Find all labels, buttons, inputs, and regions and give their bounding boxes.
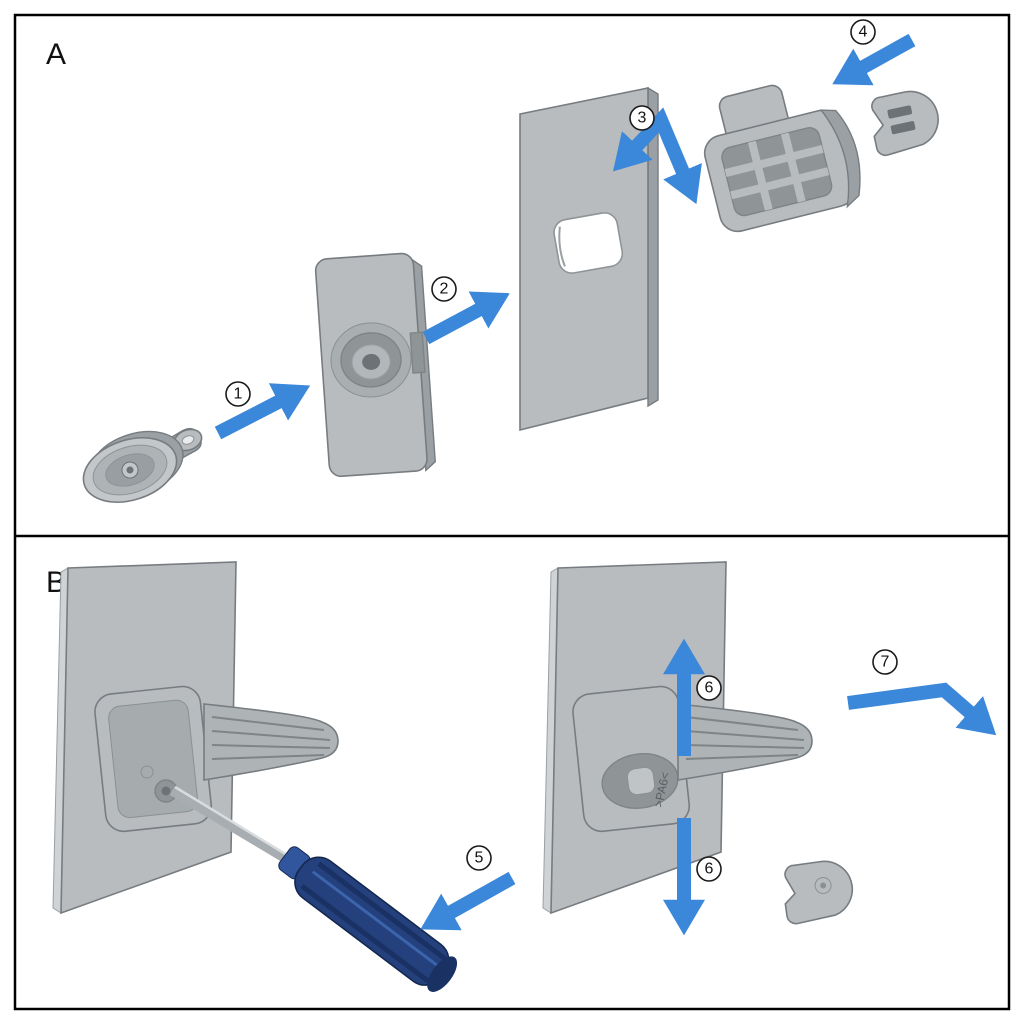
step-number: 6 bbox=[705, 680, 714, 697]
step-marker-3: 3 bbox=[629, 105, 655, 131]
cam-part-b bbox=[784, 860, 854, 925]
step-marker-1: 1 bbox=[225, 381, 251, 407]
arrow-step-2 bbox=[422, 291, 510, 345]
latch-curved-lip bbox=[819, 109, 861, 209]
step-circle bbox=[629, 105, 655, 131]
arrow-step-7 bbox=[847, 682, 997, 736]
screwdriver-handle-flutes bbox=[300, 861, 447, 984]
cam-insert-slot-1 bbox=[887, 105, 913, 119]
cam-insert-body bbox=[871, 90, 939, 157]
step-marker-6a: 6 bbox=[696, 675, 722, 701]
step-marker-4: 4 bbox=[850, 19, 876, 45]
step-number: 7 bbox=[881, 654, 890, 671]
step-number: 4 bbox=[859, 24, 868, 41]
cam-b-logo-ring bbox=[814, 877, 832, 895]
step-circle bbox=[431, 276, 457, 302]
cam-insert-slot-2 bbox=[890, 121, 916, 135]
cam-b-logo-dot bbox=[820, 882, 827, 889]
step-number: 2 bbox=[440, 281, 449, 298]
step-circle bbox=[696, 856, 722, 882]
latch-right-handle-ribs bbox=[685, 716, 805, 760]
arrow-step-5 bbox=[420, 871, 516, 931]
cutout-bevel bbox=[558, 226, 566, 267]
lock-disc bbox=[82, 430, 184, 503]
screwdriver-shaft-highlight bbox=[174, 785, 293, 860]
housing-bore-hole bbox=[362, 353, 381, 370]
step-number: 6 bbox=[705, 861, 714, 878]
step-circle bbox=[850, 19, 876, 45]
housing-side-tab bbox=[409, 331, 426, 374]
screwdriver-butt bbox=[427, 956, 458, 992]
step-circle bbox=[696, 675, 722, 701]
section-a-label: A bbox=[46, 38, 66, 71]
cam-pivot-hole bbox=[181, 435, 195, 445]
latch-part-exploded bbox=[703, 84, 861, 233]
lock-cylinder-part bbox=[82, 427, 203, 503]
step-circle bbox=[225, 381, 251, 407]
step-circle bbox=[872, 649, 898, 675]
arrow-step-1 bbox=[214, 383, 311, 440]
step-marker-5: 5 bbox=[466, 845, 492, 871]
step-number: 1 bbox=[234, 386, 243, 403]
step-number: 5 bbox=[475, 850, 484, 867]
frame-border bbox=[13, 13, 1011, 1011]
screwdriver-shaft bbox=[169, 787, 297, 868]
latch-left-handle-ribs bbox=[211, 716, 331, 760]
arrow-step-3 bbox=[612, 107, 702, 205]
cam-part-exploded bbox=[871, 90, 939, 157]
screwdriver-handle bbox=[294, 856, 450, 986]
step-marker-6b: 6 bbox=[696, 856, 722, 882]
latch-assembly-right: >PA6< bbox=[572, 685, 813, 833]
lock-housing-part bbox=[314, 252, 436, 478]
latch-ribs bbox=[724, 132, 830, 211]
step-number: 3 bbox=[638, 110, 647, 127]
latch-right-cam bbox=[626, 766, 656, 796]
torx-center bbox=[126, 466, 134, 474]
step-marker-2: 2 bbox=[431, 276, 457, 302]
step-circle bbox=[466, 845, 492, 871]
latch-left-screw bbox=[161, 786, 171, 796]
step-marker-7: 7 bbox=[872, 649, 898, 675]
screwdriver-handle-highlight bbox=[311, 870, 442, 970]
latch-left-handle bbox=[203, 703, 339, 781]
latch-left-logo-mark bbox=[140, 765, 154, 779]
screwdriver bbox=[169, 785, 458, 992]
panel-cutout bbox=[553, 212, 624, 274]
latch-right-handle bbox=[677, 703, 813, 781]
arrow-step-4 bbox=[832, 33, 916, 86]
